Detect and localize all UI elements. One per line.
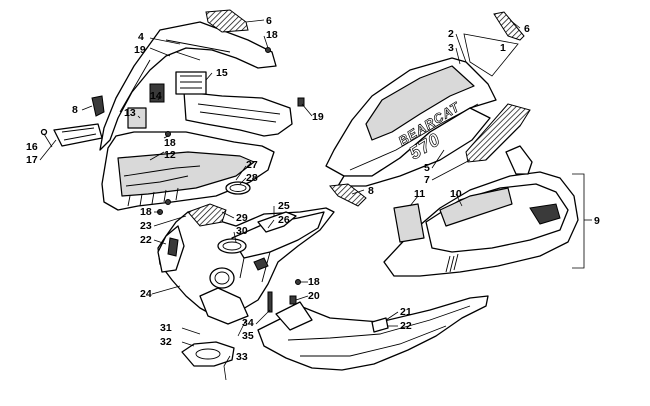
- callout-18: 18: [140, 206, 152, 218]
- lower-side-insert: [439, 187, 513, 227]
- side-panel-lower: [337, 107, 491, 187]
- callout-13: 13: [124, 107, 136, 119]
- belly-pan-bracket: [275, 301, 313, 331]
- callout-29: 29: [236, 212, 248, 224]
- lower-side-panel: [383, 145, 579, 277]
- callout-14: 14: [150, 90, 162, 102]
- callout-18: 18: [266, 29, 278, 41]
- hood-vent-grille: [205, 9, 249, 33]
- fastener-18c: [165, 199, 171, 205]
- callout-10: 10: [450, 188, 462, 200]
- console-hatched-insert: [187, 203, 227, 227]
- leader-lines: [39, 19, 592, 381]
- callout-15: 15: [216, 67, 228, 79]
- callout-16: 16: [26, 141, 38, 153]
- callouts: 4 19 6 18 15 14 13 8 18 12 16 17 19 2 3 …: [26, 15, 600, 363]
- callout-4: 4: [138, 31, 144, 43]
- callout-34: 34: [242, 317, 254, 329]
- console-grommet: [217, 238, 247, 254]
- side-panel-stripe: [365, 65, 475, 141]
- fastener-18a: [265, 47, 271, 53]
- console-bracket: [257, 211, 297, 233]
- callout-8: 8: [368, 185, 374, 197]
- fastener-18e: [295, 279, 301, 285]
- console-boot: [209, 267, 235, 289]
- console-assembly: [157, 181, 335, 367]
- callout-20: 20: [308, 290, 320, 302]
- callout-3: 3: [448, 42, 454, 54]
- callout-9: 9: [594, 215, 600, 227]
- callout-31: 31: [160, 322, 172, 334]
- lower-cup: [181, 341, 235, 367]
- console-wing-detail: [167, 237, 179, 257]
- dash-cover-panel: [175, 71, 207, 95]
- push-rivet: [371, 317, 389, 333]
- callout-18: 18: [164, 137, 176, 149]
- callout-17: 17: [26, 154, 38, 166]
- left-mount-bracket: [53, 123, 103, 147]
- callout-26: 26: [278, 214, 290, 226]
- belly-pan: [257, 279, 489, 371]
- callout-35: 35: [242, 330, 254, 342]
- callout-19: 19: [312, 111, 324, 123]
- callout-21: 21: [400, 306, 412, 318]
- callout-24: 24: [140, 288, 152, 300]
- hood-assembly: [40, 9, 305, 211]
- belly-pan-shell: [257, 295, 489, 371]
- side-vent-grille: [465, 103, 531, 163]
- console-seal-ring: [225, 181, 251, 195]
- callout-2: 2: [448, 28, 454, 40]
- hood-inner-recess: [117, 151, 255, 197]
- side-clip-right: [329, 183, 367, 207]
- callout-30: 30: [236, 225, 248, 237]
- callout-19: 19: [134, 44, 146, 56]
- fastener-20: [289, 295, 297, 305]
- callout-6: 6: [266, 15, 272, 27]
- callout-18: 18: [308, 276, 320, 288]
- side-clip-left: [91, 95, 105, 117]
- callout-8: 8: [72, 104, 78, 116]
- fastener-34: [267, 291, 273, 313]
- callout-6: 6: [524, 23, 530, 35]
- callout-7: 7: [424, 174, 430, 186]
- callout-28: 28: [246, 172, 258, 184]
- callout-22: 22: [400, 320, 412, 332]
- console-clip: [253, 257, 269, 271]
- callout-25: 25: [278, 200, 290, 212]
- callout-5: 5: [424, 162, 430, 174]
- dash-insert-panel: [149, 83, 165, 103]
- fastener-18b: [165, 131, 171, 137]
- callout-22: 22: [140, 234, 152, 246]
- callout-27: 27: [246, 159, 258, 171]
- lower-side-lip: [505, 145, 533, 175]
- callout-23: 23: [140, 220, 152, 232]
- lower-side-vent: [529, 203, 561, 225]
- callout-32: 32: [160, 336, 172, 348]
- hood-top-panel: [99, 21, 277, 151]
- gauge-panel: [127, 107, 147, 129]
- lower-bracket: [199, 287, 249, 325]
- callout-12: 12: [164, 149, 176, 161]
- callout-1: 1: [500, 42, 506, 54]
- panel-gasket: [393, 203, 425, 243]
- callout-11: 11: [414, 188, 425, 200]
- side-panel-assembly: BEARCAT 570: [325, 11, 531, 207]
- callout-33: 33: [236, 351, 248, 363]
- fastener-16: [40, 128, 48, 136]
- upper-vent-strip: [493, 11, 525, 41]
- hood-side-wall: [183, 91, 293, 137]
